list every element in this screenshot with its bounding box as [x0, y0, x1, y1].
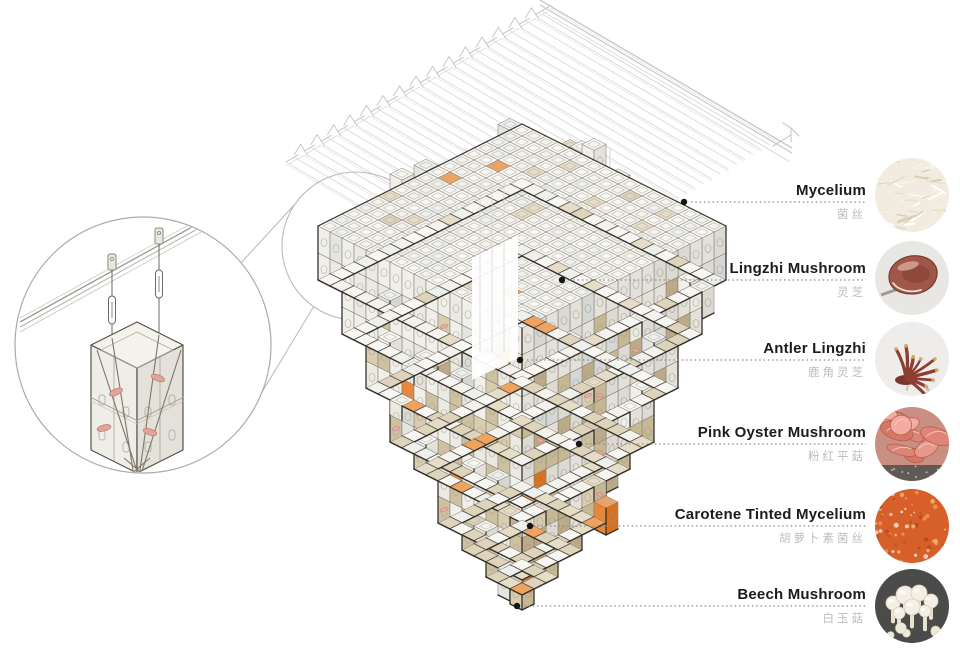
leader-dot — [558, 276, 566, 284]
leader-dot — [680, 198, 688, 206]
block-pyramid — [317, 118, 727, 611]
leader-dot — [575, 440, 583, 448]
leader-dot — [526, 522, 534, 530]
hanging-block-detail — [19, 218, 213, 472]
leader-dot — [513, 602, 521, 610]
leader-lines — [513, 198, 866, 610]
leader-dot — [516, 356, 524, 364]
